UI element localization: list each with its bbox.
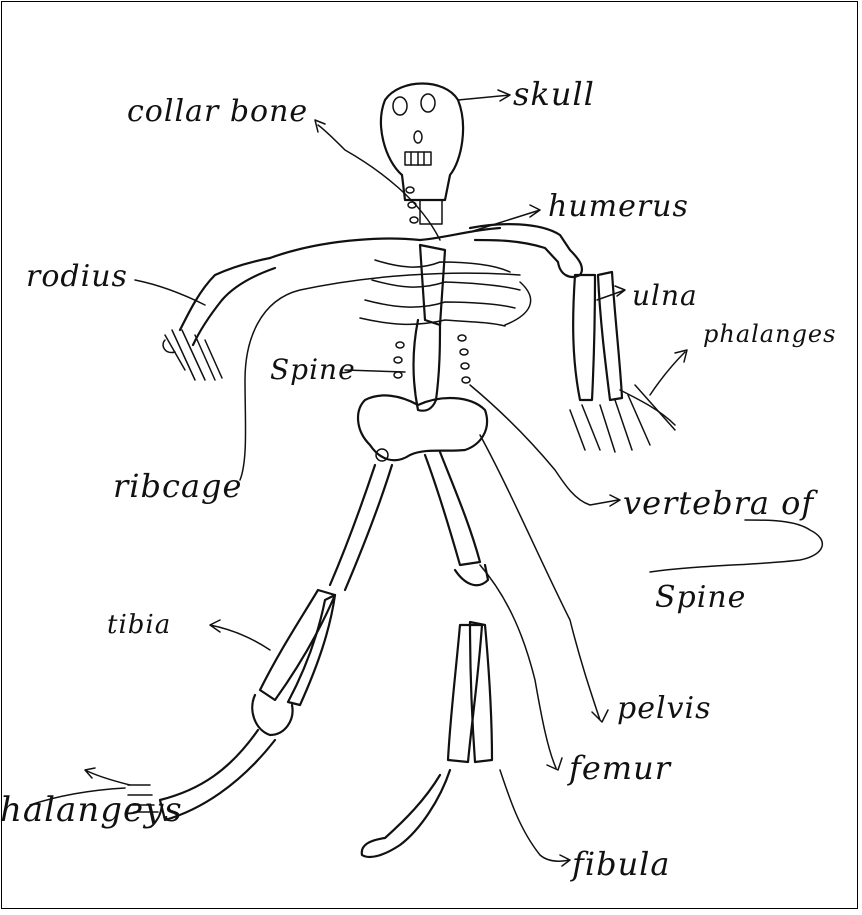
label-vertebra-spine: Spine [655,583,746,613]
spine-shape [394,320,470,411]
label-ulna: ulna [632,282,698,310]
left-leg-shape [128,465,392,820]
label-fibula: fibula [572,848,670,880]
right-leg-shape [362,452,492,857]
label-radius: rodius [26,262,128,292]
label-humerus: humerus [548,192,689,222]
label-ribcage: ribcage [113,470,242,502]
label-vertebra-of: vertebra of [623,487,814,519]
right-arm-shape [470,224,675,452]
label-collar-bone: collar bone [127,97,308,127]
label-phalanges-foot: halangeys [0,793,183,827]
label-pelvis: pelvis [617,694,712,724]
left-arm-shape [163,258,275,380]
label-tibia: tibia [107,612,171,638]
neck-vertebrae [406,187,442,224]
collar-bone-shape [270,228,500,258]
ribcage-shape [360,245,531,326]
label-phalanges-hand: phalanges [703,322,836,346]
label-femur: femur [569,752,671,784]
label-skull: skull [513,78,595,110]
label-spine: Spine [270,356,356,384]
